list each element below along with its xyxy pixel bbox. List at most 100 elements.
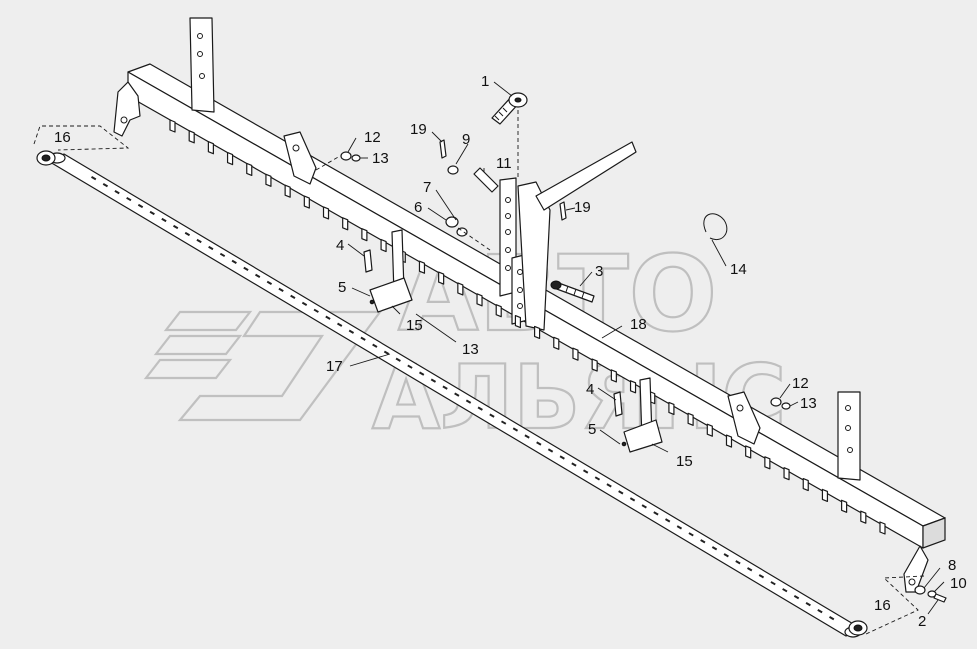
- beam-tooth: [169, 119, 176, 133]
- tube-slot: [782, 588, 788, 593]
- beam-tooth: [591, 358, 598, 372]
- nut-12-left: [340, 151, 352, 161]
- tube-slot: [629, 497, 636, 502]
- beam-tooth: [841, 499, 848, 513]
- tube-slot: [208, 245, 214, 251]
- tube-slot: [501, 420, 507, 425]
- tube-slot: [313, 308, 319, 313]
- tube-slot: [829, 616, 835, 621]
- tube-slot: [243, 266, 249, 272]
- tube-slot: [536, 441, 542, 446]
- beam-tooth: [610, 369, 617, 383]
- tube-slot: [114, 189, 120, 195]
- tube-slot: [348, 329, 355, 334]
- tube-slot: [512, 427, 519, 432]
- tube-slots: [91, 175, 835, 621]
- tube-slot: [407, 364, 413, 369]
- callout-1: 1: [481, 73, 489, 90]
- callout-15-left: 15: [406, 317, 423, 334]
- beam-tooth: [687, 412, 694, 426]
- callout-9: 9: [462, 131, 470, 148]
- tube-slot: [184, 231, 191, 237]
- tube-slot: [126, 196, 132, 202]
- washer-13-left: [351, 154, 361, 162]
- tube-slot: [102, 182, 109, 188]
- snap-ring: [703, 213, 728, 240]
- tube-slot: [793, 595, 800, 600]
- tube-slot: [266, 280, 273, 285]
- callout-15-right: 15: [676, 453, 693, 470]
- tube-slot: [700, 539, 706, 544]
- washer-13-right: [781, 402, 791, 410]
- beam-tooth: [284, 184, 291, 198]
- beam-tooth: [207, 141, 214, 155]
- nut-12-right: [770, 397, 782, 407]
- beam-tooth: [418, 260, 426, 274]
- callout-16-right: 16: [874, 597, 891, 614]
- eye-bolt: [491, 92, 528, 180]
- beam-tooth: [879, 521, 886, 535]
- tube-slot: [337, 322, 343, 327]
- main-beam: [113, 17, 946, 593]
- callout-3: 3: [595, 263, 603, 280]
- beam-tooth: [438, 271, 445, 285]
- tube-slot: [91, 175, 97, 181]
- callout-19-left: 19: [410, 121, 427, 138]
- beam-tooth: [668, 401, 675, 416]
- tube-slot: [383, 350, 390, 355]
- beam-tooth: [188, 130, 195, 144]
- tube-slot: [290, 294, 296, 299]
- callout-2: 2: [918, 613, 926, 630]
- tube-slot: [571, 462, 577, 467]
- beam-tooth: [860, 510, 867, 524]
- beam-tooth: [821, 488, 829, 503]
- tube-slot: [360, 336, 366, 341]
- beam-tooth: [495, 304, 502, 318]
- beam-tooth: [725, 434, 733, 448]
- tube-slot: [137, 203, 144, 209]
- bearing-left: [33, 125, 130, 166]
- tube-slot: [723, 553, 729, 558]
- tube-slot: [278, 287, 284, 292]
- tube-slot: [747, 567, 753, 572]
- beam-tooth: [476, 293, 483, 307]
- beam-tooth: [322, 206, 330, 220]
- tube-slot: [583, 469, 589, 474]
- tube-slot: [454, 392, 460, 397]
- callout-6: 6: [414, 199, 422, 216]
- beam-tooth: [764, 456, 771, 470]
- tube-slot: [430, 378, 437, 383]
- tube-slot: [653, 511, 659, 516]
- tube-slot: [665, 518, 671, 523]
- callout-5-left: 5: [338, 279, 346, 296]
- tube-slot: [817, 609, 823, 614]
- beam-tooth: [380, 238, 387, 253]
- callout-18: 18: [630, 316, 647, 333]
- tube-slot: [770, 581, 776, 586]
- tube-slot: [489, 413, 495, 418]
- tube-slot: [618, 490, 624, 495]
- callout-14: 14: [730, 261, 747, 278]
- tube-slot: [325, 315, 331, 320]
- callout-7: 7: [423, 179, 431, 196]
- beam-tooth: [572, 347, 579, 361]
- tube-slot: [641, 504, 647, 509]
- cotter-pin-right: [559, 201, 567, 221]
- beam-tooth: [303, 195, 310, 209]
- beam-tooth: [342, 217, 349, 231]
- callout-5-right: 5: [588, 421, 596, 438]
- callout-4-right: 4: [586, 381, 594, 398]
- beam-tooth: [226, 151, 234, 166]
- watermark-logo: [143, 310, 383, 422]
- tube-slot: [465, 399, 472, 404]
- tube-slot: [676, 525, 683, 530]
- callout-16-left: 16: [54, 129, 71, 146]
- callout-8: 8: [948, 557, 956, 574]
- callout-17: 17: [326, 358, 343, 375]
- beam-tooth: [553, 336, 560, 350]
- beam-tooth: [457, 282, 464, 296]
- tube-slot: [547, 448, 554, 453]
- tube-slot: [149, 210, 155, 216]
- bolt-2: [933, 593, 947, 603]
